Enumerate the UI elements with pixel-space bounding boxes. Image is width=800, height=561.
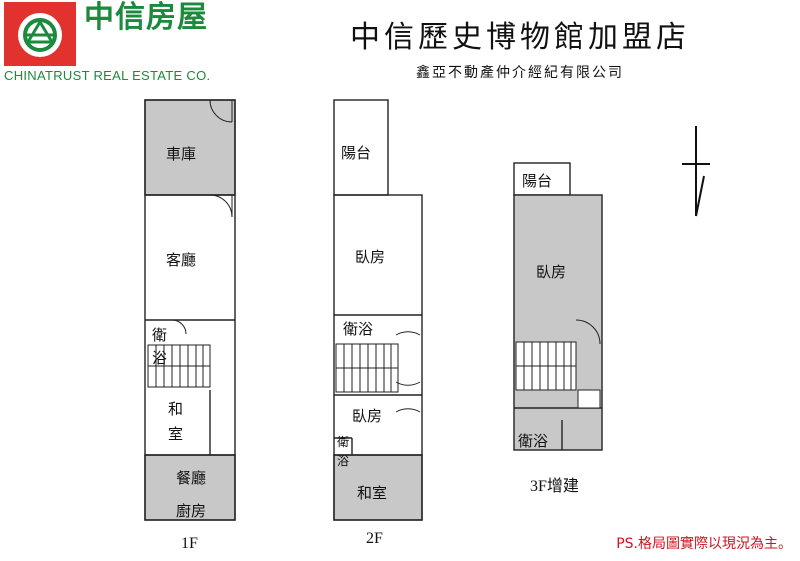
floor-label-2f: 2F (366, 530, 383, 547)
room-label-2f-small-bath-2: 浴 (337, 454, 350, 468)
room-label-1f-tatami-1: 和 (168, 400, 184, 418)
chinatrust-logo-icon (4, 2, 76, 66)
room-label-2f-small-bath-1: 衛 (337, 435, 350, 449)
room-label-1f-dining: 餐廳 (176, 469, 207, 487)
room-label-1f-garage: 車庫 (166, 145, 197, 163)
room-label-1f-tatami-2: 室 (168, 425, 184, 443)
room-label-3f-balcony: 陽台 (522, 172, 553, 190)
floor-label-1f: 1F (181, 535, 198, 552)
logo-chinese-text: 中信房屋 (84, 0, 208, 35)
room-label-2f-bedroom-2: 臥房 (352, 407, 383, 425)
footer-note: PS.格局圖實際以現況為主。 (616, 536, 792, 552)
outline-2f (333, 194, 423, 521)
outline-1f (144, 99, 236, 521)
room-label-2f-balcony: 陽台 (341, 144, 372, 162)
room-label-1f-bath-2: 浴 (152, 349, 168, 367)
floor-label-3f: 3F增建 (530, 478, 579, 495)
floor-plan-3f (513, 162, 603, 451)
north-arrow-icon (682, 126, 710, 217)
room-label-1f-kitchen: 廚房 (176, 502, 207, 520)
room-label-3f-bedroom: 臥房 (536, 263, 567, 281)
floor-plan-2f (333, 99, 423, 521)
room-label-2f-bath: 衛浴 (343, 320, 374, 338)
room-label-2f-bedroom-1: 臥房 (355, 248, 386, 266)
room-label-2f-tatami: 和室 (357, 484, 388, 502)
room-label-1f-living: 客廳 (166, 251, 197, 269)
page-subtitle: 鑫亞不動產仲介經紀有限公司 (416, 65, 624, 81)
room-label-3f-bath: 衛浴 (518, 432, 549, 450)
page-title: 中信歷史博物館加盟店 (350, 20, 690, 55)
floor-plan-1f (144, 99, 236, 521)
room-label-1f-bath-1: 衛 (152, 326, 168, 344)
logo-english-text: CHINATRUST REAL ESTATE CO. (4, 68, 211, 83)
room-bedroom-3f (513, 194, 603, 451)
